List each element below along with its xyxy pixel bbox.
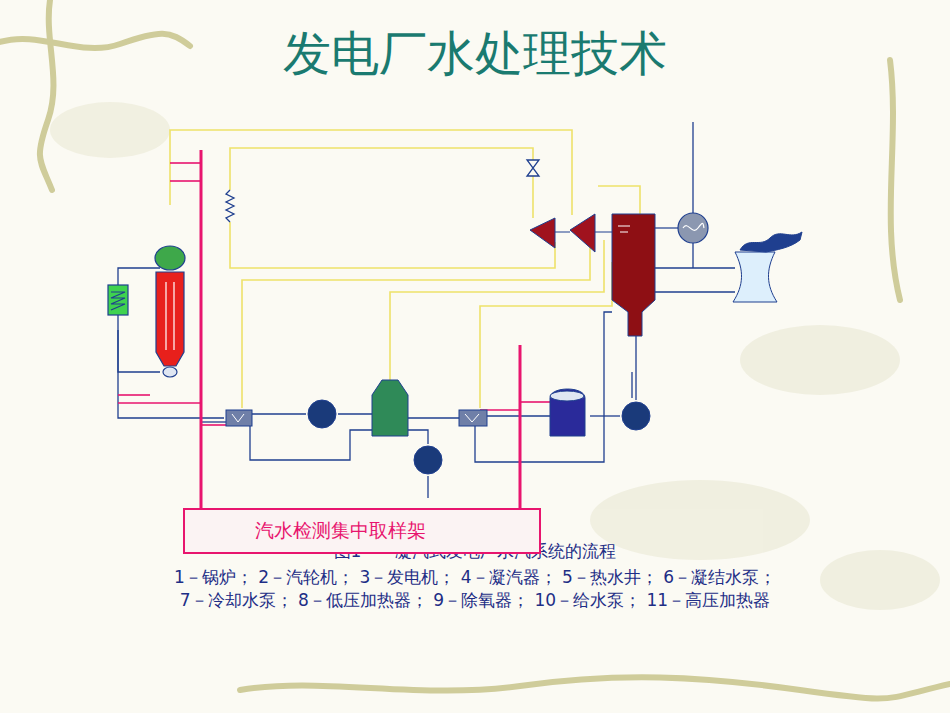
page-title: 发电厂水处理技术 [0, 22, 950, 86]
water-line [408, 430, 428, 444]
generator-symbol [683, 223, 704, 230]
cooling-tower [733, 252, 777, 302]
part-list-line: 7－冷却水泵； 8－低压加热器； 9－除氧器； 10－给水泵； 11－高压加热器 [60, 589, 890, 612]
turbine-symbol [570, 214, 595, 252]
turbine-symbol [530, 214, 612, 252]
deaerator-symbol [372, 380, 408, 436]
water-line [118, 330, 160, 372]
deaerator-symbol [372, 380, 408, 436]
pump-symbol [622, 402, 650, 430]
boiler-furnace [166, 282, 174, 350]
sample-line [201, 150, 520, 512]
steam-line [230, 222, 555, 268]
decor-vine [0, 34, 190, 48]
water-line [631, 372, 632, 398]
turbine-symbol [555, 232, 612, 233]
valve-symbol [527, 160, 539, 176]
decor-vine [890, 60, 900, 300]
reheater-symbol [226, 190, 234, 222]
water-line [604, 312, 612, 430]
water-line [692, 243, 693, 268]
generator-symbol [678, 213, 708, 243]
hotwell-tank [550, 389, 585, 436]
heater-symbol [459, 410, 487, 426]
reheater-symbol [226, 190, 234, 222]
water-line [655, 267, 735, 268]
economizer-box [108, 285, 128, 315]
steam-line [170, 130, 572, 215]
boiler-drum [155, 246, 185, 270]
sample-tap [118, 163, 550, 425]
steam-line [532, 176, 534, 218]
steam-line [390, 240, 604, 380]
pump-symbol [308, 400, 650, 474]
generator-symbol [655, 227, 678, 228]
decor-leaf [590, 480, 810, 560]
heater-symbol [226, 410, 487, 426]
water-line [252, 413, 306, 414]
boiler-furnace [163, 367, 177, 377]
steam-line [480, 262, 612, 408]
part-list-line: 1－锅炉； 2－汽轮机； 3－发电机； 4－凝汽器； 5－热水井； 6－凝结水泵… [60, 566, 890, 589]
decor-leaf [50, 102, 940, 610]
part-list: 1－锅炉； 2－汽轮机； 3－发电机； 4－凝汽器； 5－热水井； 6－凝结水泵… [60, 566, 890, 612]
water-line [635, 335, 636, 400]
heater-symbol [226, 410, 252, 426]
water-line [590, 415, 620, 416]
condenser-symbol [612, 214, 655, 336]
cooling-tower [733, 232, 802, 302]
water-line [427, 476, 428, 498]
water-line [655, 291, 735, 292]
sample-tap [118, 394, 150, 396]
sample-line [200, 150, 203, 512]
turbine-symbol [530, 218, 555, 248]
sample-line [519, 345, 522, 512]
decor-leaf [820, 550, 940, 610]
boiler-furnace [156, 272, 184, 377]
sampling-rack-box: 汽水检测集中取样架 [183, 508, 541, 554]
economizer-box [111, 292, 125, 310]
condenser-symbol [612, 214, 655, 336]
water-line [250, 425, 372, 460]
decor-vine [240, 677, 950, 698]
boiler-furnace [156, 272, 184, 366]
water-line [200, 421, 226, 422]
generator-symbol [655, 213, 708, 243]
sample-tap [170, 162, 201, 164]
boiler-drum [155, 246, 185, 270]
water-line [692, 122, 693, 213]
decor-vine [40, 0, 54, 190]
heater-symbol [232, 414, 479, 422]
condenser-symbol [618, 226, 630, 232]
steam-line [598, 186, 640, 214]
box-label: 汽水检测集中取样架 [185, 510, 539, 544]
water-line [118, 122, 735, 498]
steam-line [242, 242, 590, 408]
hotwell-tank [550, 391, 584, 401]
decor-leaf [50, 102, 170, 158]
economizer-box [108, 285, 128, 315]
water-line [118, 268, 160, 285]
cooling-tower [740, 232, 802, 252]
decor-leaf [740, 325, 900, 395]
valve-symbol [527, 160, 539, 176]
sample-tap [170, 180, 201, 182]
hotwell-tank [550, 389, 585, 436]
sample-tap [520, 401, 550, 403]
water-line [408, 417, 459, 418]
steam-line [170, 130, 640, 408]
pump-symbol [308, 400, 336, 428]
steam-line [230, 148, 533, 190]
water-line [338, 413, 372, 414]
sample-tap [118, 402, 201, 404]
pump-symbol [414, 446, 442, 474]
